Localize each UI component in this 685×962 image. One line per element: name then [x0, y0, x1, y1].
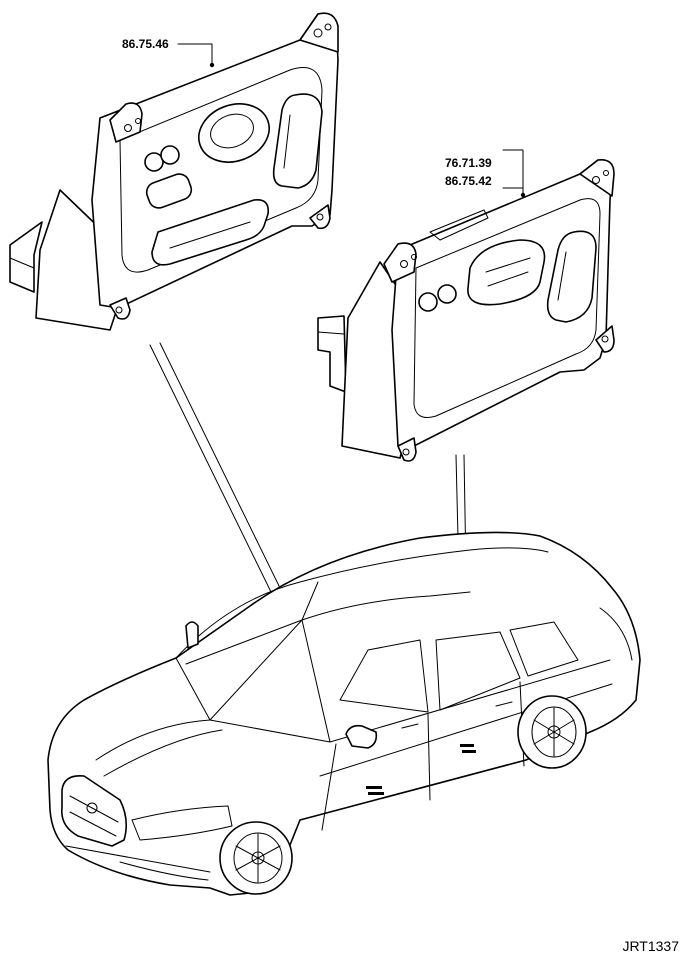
drawing-number: JRT1337: [622, 938, 679, 954]
callout-right-switch-line2: 86.75.42: [445, 174, 492, 188]
left-seat-switch-pack: [9, 12, 339, 331]
left-switch-location: [366, 786, 382, 789]
callout-right-switch-line1: 76.71.39: [445, 156, 492, 170]
right-switch-location: [460, 744, 474, 747]
callout-left-switch: 86.75.46: [122, 37, 169, 51]
right-seat-switch-pack: [317, 158, 615, 462]
car-outline: [47, 531, 641, 896]
callout-leaders: [177, 43, 526, 198]
